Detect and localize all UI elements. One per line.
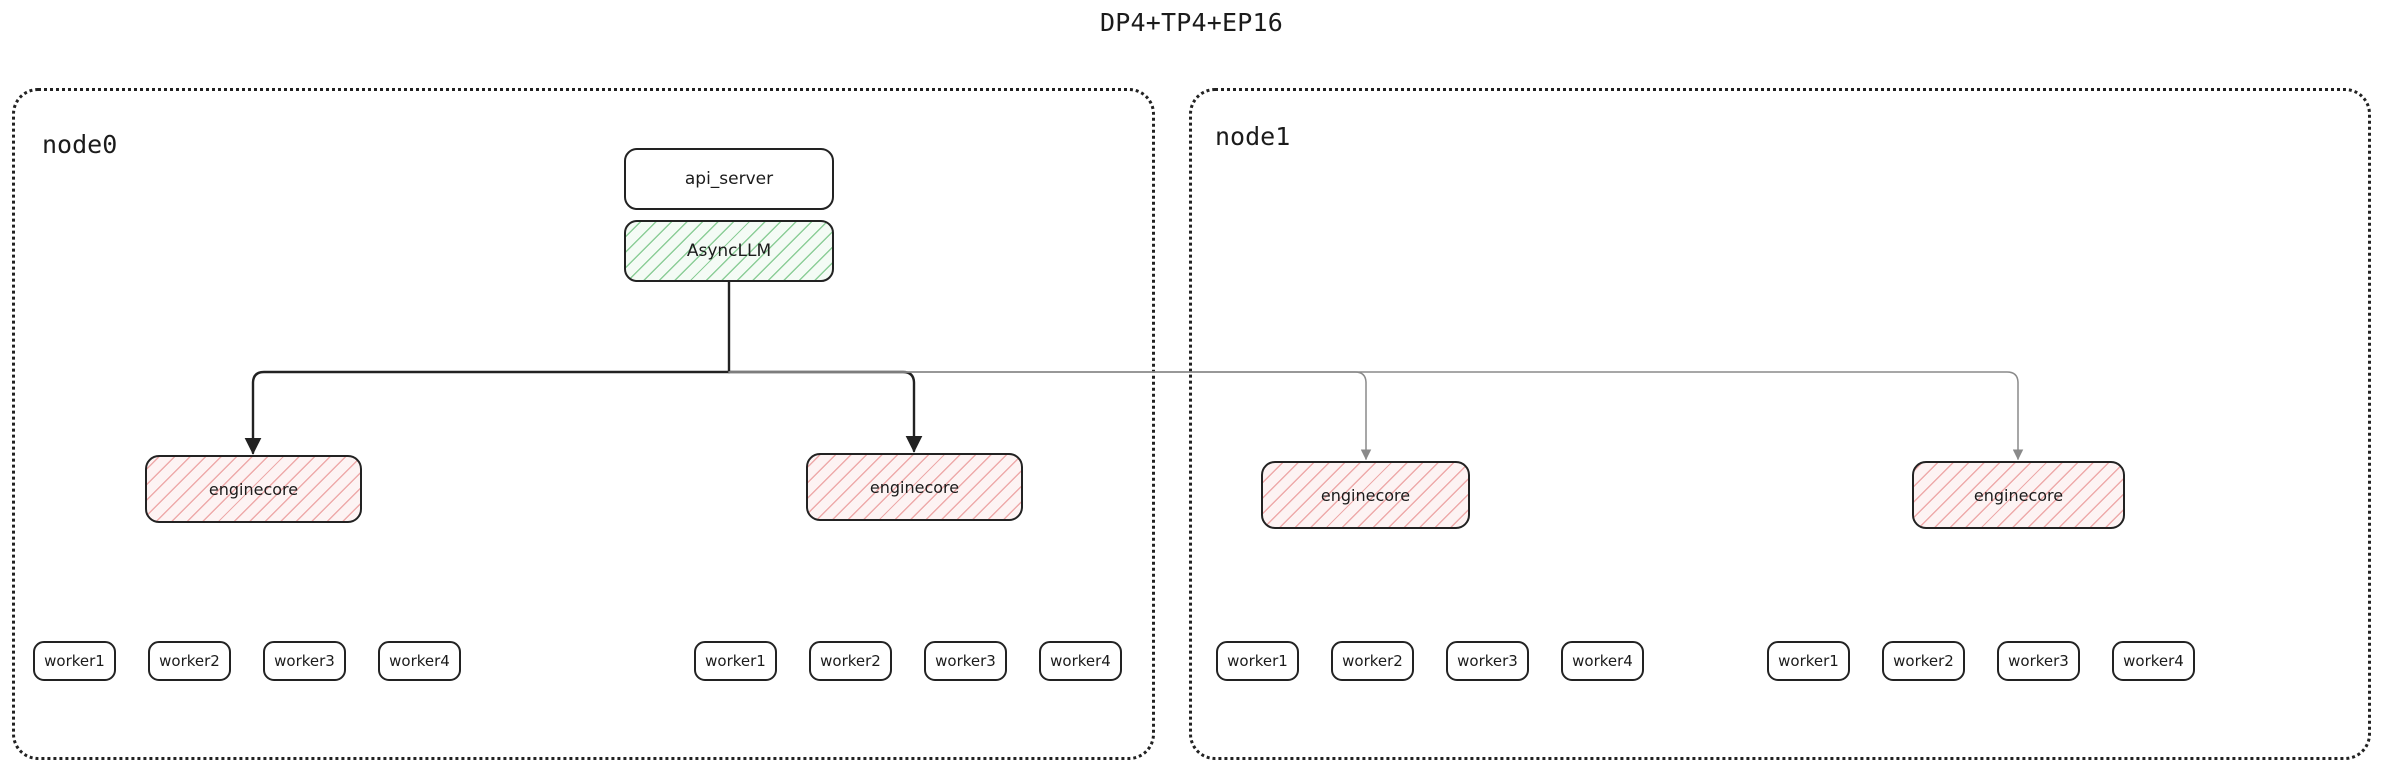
worker-box[interactable]: worker2 — [148, 641, 231, 681]
node-cluster-label-node1: node1 — [1215, 122, 1291, 151]
worker-box[interactable]: worker2 — [1882, 641, 1965, 681]
worker-box[interactable]: worker2 — [809, 641, 892, 681]
worker-box[interactable]: worker2 — [1331, 641, 1414, 681]
worker-box[interactable]: worker1 — [33, 641, 116, 681]
enginecore-box[interactable]: enginecore — [145, 455, 362, 523]
worker-box[interactable]: worker4 — [1039, 641, 1122, 681]
async-llm-box[interactable]: AsyncLLM — [624, 220, 834, 282]
worker-box[interactable]: worker1 — [1767, 641, 1850, 681]
worker-box[interactable]: worker4 — [378, 641, 461, 681]
api-server-box[interactable]: api_server — [624, 148, 834, 210]
page-title: DP4+TP4+EP16 — [1099, 8, 1283, 37]
enginecore-box[interactable]: enginecore — [1261, 461, 1470, 529]
enginecore-box[interactable]: enginecore — [1912, 461, 2125, 529]
enginecore-box[interactable]: enginecore — [806, 453, 1023, 521]
worker-box[interactable]: worker3 — [263, 641, 346, 681]
worker-box[interactable]: worker3 — [924, 641, 1007, 681]
node-cluster-label-node0: node0 — [42, 130, 118, 159]
worker-box[interactable]: worker1 — [1216, 641, 1299, 681]
worker-box[interactable]: worker4 — [2112, 641, 2195, 681]
worker-box[interactable]: worker3 — [1997, 641, 2080, 681]
worker-box[interactable]: worker4 — [1561, 641, 1644, 681]
worker-box[interactable]: worker1 — [694, 641, 777, 681]
worker-box[interactable]: worker3 — [1446, 641, 1529, 681]
